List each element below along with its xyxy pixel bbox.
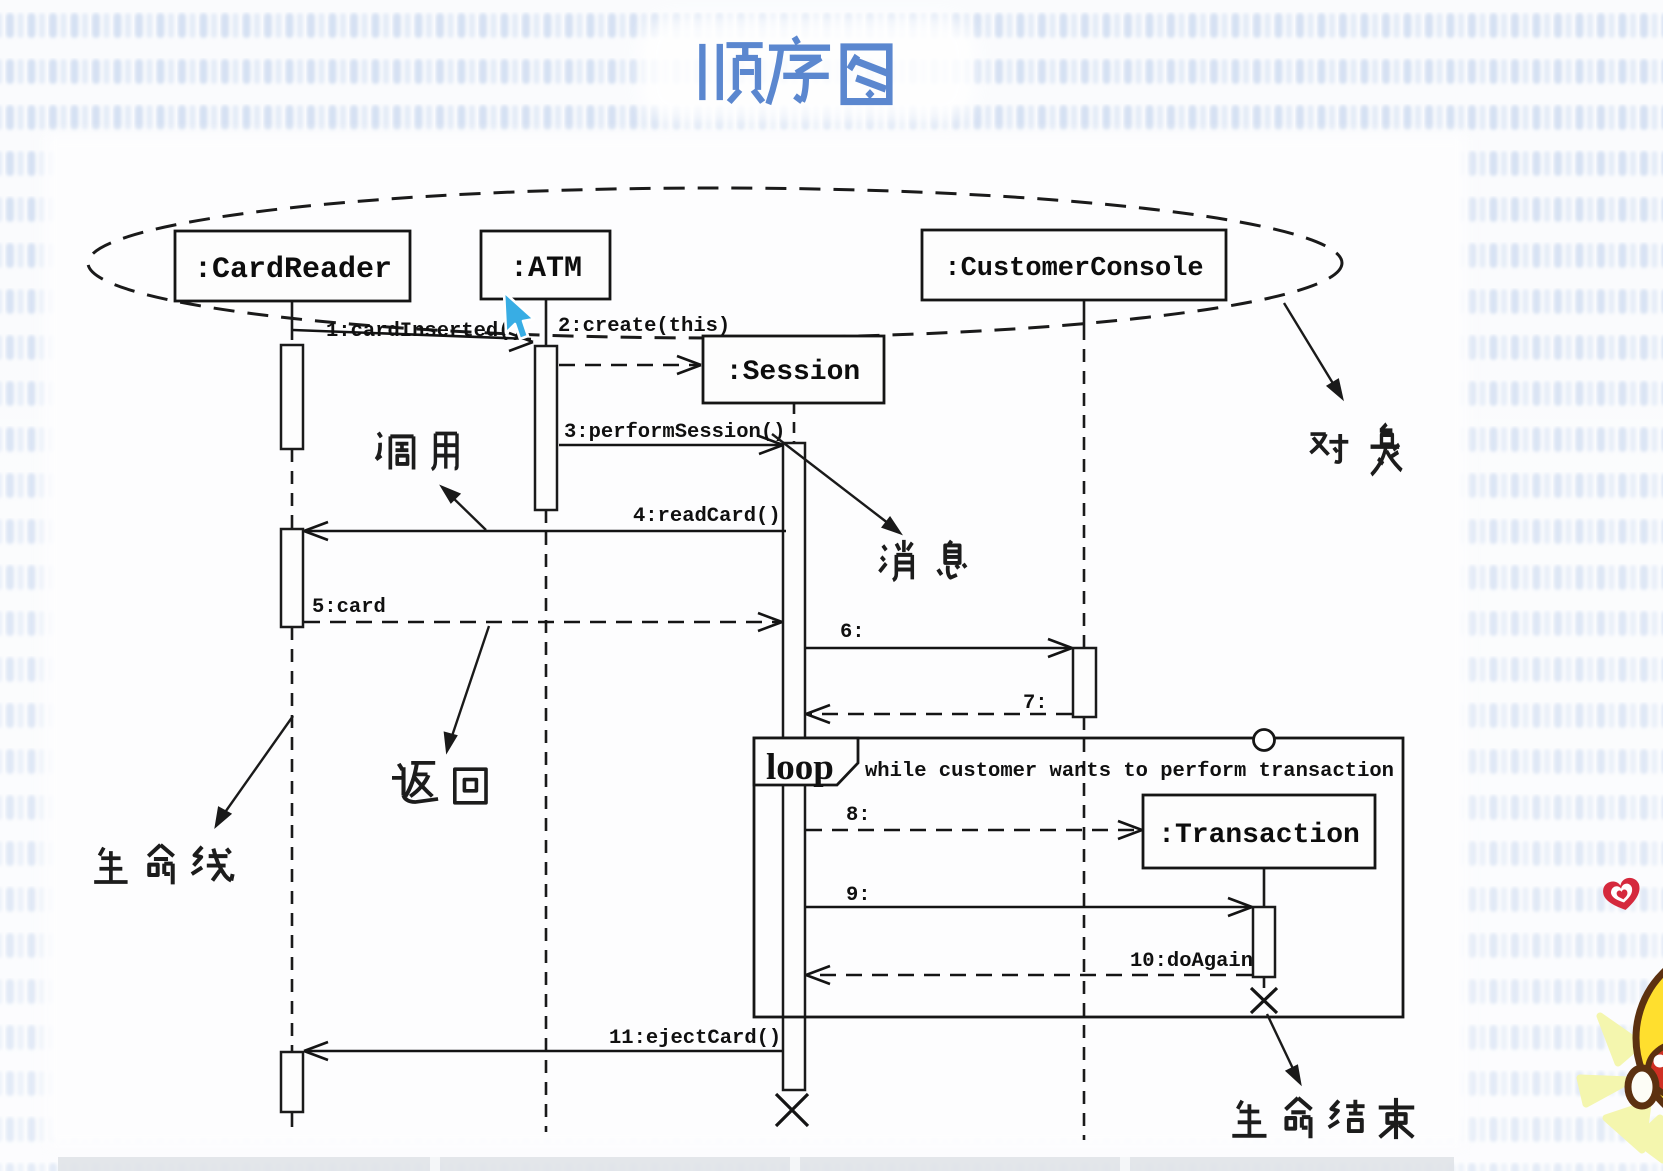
svg-text:5:card: 5:card	[312, 596, 386, 619]
svg-text:1:cardInserted(): 1:cardInserted()	[326, 320, 523, 343]
svg-text:11:ejectCard(): 11:ejectCard()	[609, 1027, 781, 1050]
svg-text:10:doAgain: 10:doAgain	[1130, 950, 1253, 973]
svg-text:loop: loop	[766, 747, 834, 788]
svg-text:2:create(this): 2:create(this)	[558, 315, 730, 338]
svg-text::CardReader: :CardReader	[194, 253, 392, 287]
svg-text::CustomerConsole: :CustomerConsole	[944, 254, 1203, 284]
svg-text:4:readCard(): 4:readCard()	[633, 505, 781, 528]
svg-text::Transaction: :Transaction	[1158, 820, 1360, 851]
svg-text:3:performSession(): 3:performSession()	[564, 421, 785, 444]
svg-text:8:: 8:	[846, 804, 871, 827]
svg-text::Session: :Session	[726, 357, 860, 388]
svg-text:6:: 6:	[840, 621, 865, 644]
svg-text:while customer wants to perfor: while customer wants to perform transact…	[865, 760, 1394, 783]
svg-text:7:: 7:	[1023, 692, 1048, 715]
svg-text:9:: 9:	[846, 884, 871, 907]
svg-text::ATM: :ATM	[510, 252, 582, 286]
